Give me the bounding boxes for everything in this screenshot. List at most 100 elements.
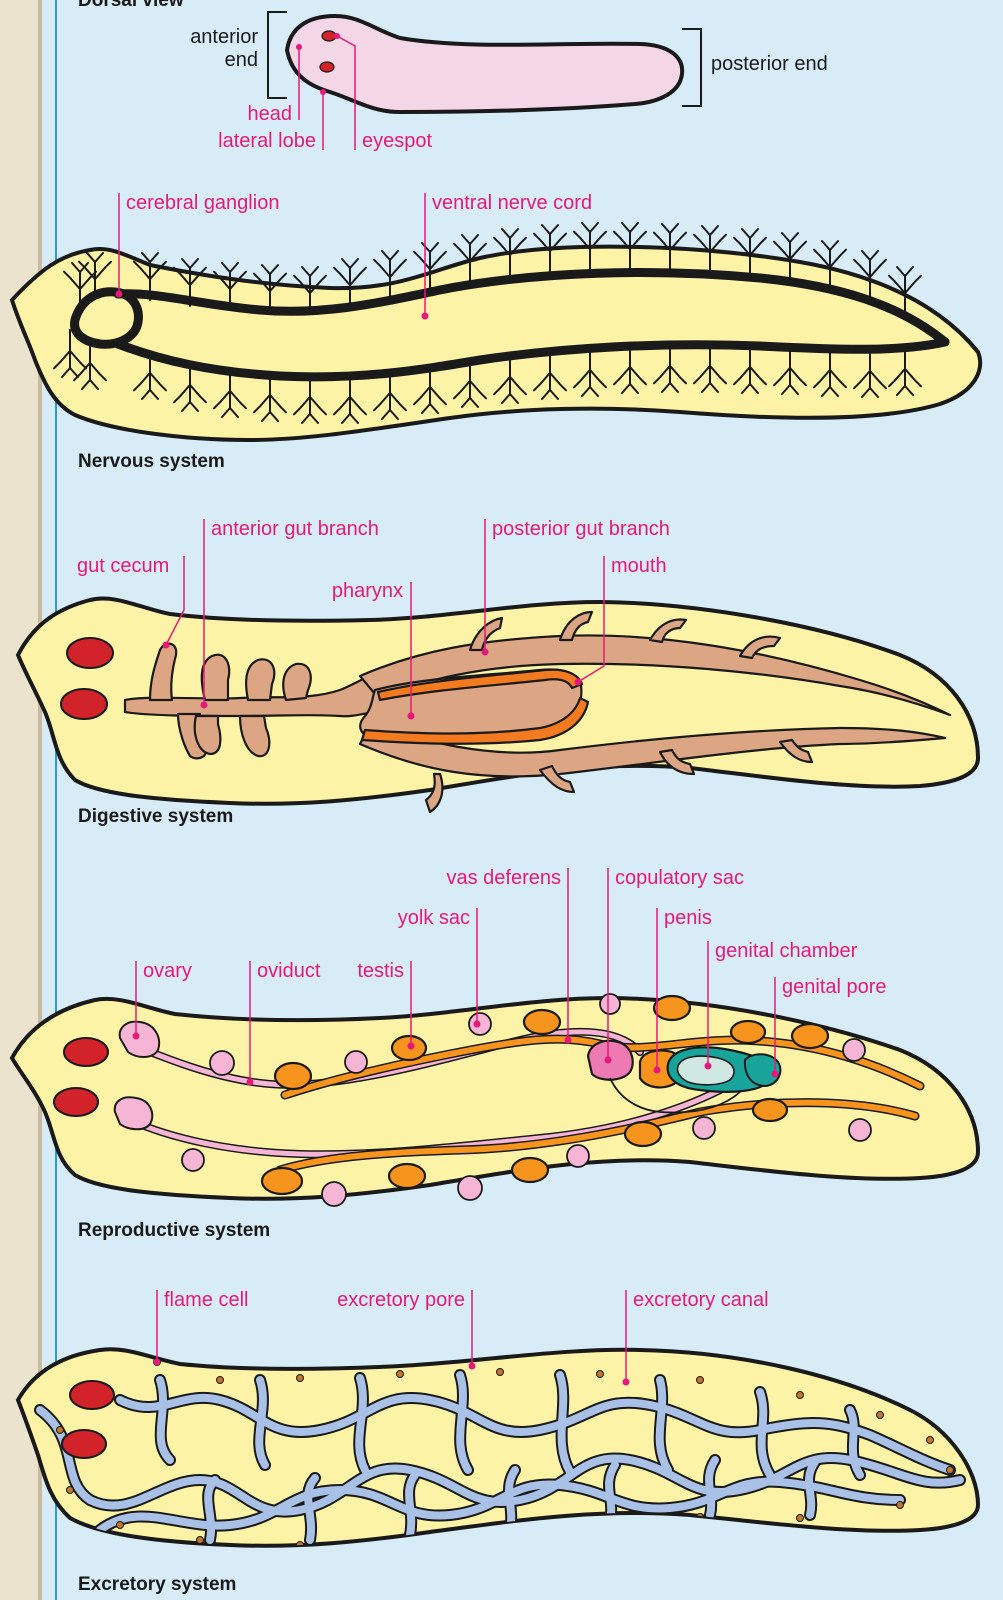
flame-cell: [297, 1375, 304, 1382]
excretory-canal-label: excretory canal: [633, 1289, 769, 1311]
oviduct-leader-dot: [247, 1079, 254, 1086]
ventral-nerve-cord-leader-dot: [422, 313, 429, 320]
digestive-eyespot-lower: [61, 689, 107, 719]
flame-cell: [697, 1377, 704, 1384]
excretory-pore-leader-dot: [469, 1363, 476, 1370]
excretory-canal-leader-dot: [623, 1379, 630, 1386]
posterior-gut-branch-leader-dot: [482, 649, 489, 656]
lateral-lobe-label: lateral lobe: [218, 130, 316, 152]
flame-cell: [197, 1537, 204, 1544]
penis-leader-dot: [654, 1067, 661, 1074]
ovary-label: ovary: [143, 960, 192, 982]
testis-label: testis: [357, 960, 404, 982]
ventral-nerve-cord-label: ventral nerve cord: [432, 192, 592, 214]
flame-cell: [57, 1427, 64, 1434]
gut-cecum-b: [246, 659, 274, 700]
margin-strip: [0, 0, 38, 1600]
yolk-sac-leader-dot: [474, 1021, 481, 1028]
copulatory-sac-leader-dot: [605, 1057, 612, 1064]
digestive-system-caption: Digestive system: [78, 806, 233, 827]
mouth-label: mouth: [611, 555, 667, 577]
cerebral-ganglion-leader-dot: [116, 291, 123, 298]
testis: [524, 1010, 560, 1034]
head-leader-dot: [296, 44, 302, 50]
gut-cecum-leader-dot: [163, 642, 170, 649]
reproductive-eyespot-upper: [64, 1038, 108, 1066]
flame-cell-leader-dot: [154, 1359, 161, 1366]
reproductive-eyespot-lower: [54, 1088, 98, 1116]
anterior-gut-branch-label: anterior gut branch: [211, 518, 379, 540]
yolk-sac: [567, 1145, 589, 1167]
testis-leader-dot: [408, 1043, 415, 1050]
flame-cell: [217, 1377, 224, 1384]
yolk-sac: [600, 994, 620, 1014]
brain-loop: [75, 292, 139, 344]
lateral-lobe-leader-dot: [320, 89, 326, 95]
anterior-label: anterior: [190, 26, 258, 48]
pharynx-label: pharynx: [332, 580, 403, 602]
dorsal-eyespot-upper: [322, 31, 336, 41]
penis-label: penis: [664, 907, 712, 929]
yolk-sac: [693, 1117, 715, 1139]
flame-cell: [947, 1467, 954, 1474]
genital-chamber-label: genital chamber: [715, 940, 858, 962]
flame-cell: [497, 1369, 504, 1376]
eyespot-leader-dot: [334, 33, 340, 39]
testis: [625, 1122, 661, 1146]
genital-chamber-leader-dot: [705, 1063, 712, 1070]
yolk-sac: [458, 1176, 482, 1200]
testis: [654, 996, 690, 1020]
flame-cell: [67, 1487, 74, 1494]
dorsal-view-heading: Dorsal view: [78, 0, 184, 11]
cerebral-ganglion-label: cerebral ganglion: [126, 192, 279, 214]
gut-cecum-label: gut cecum: [77, 555, 169, 577]
yolk-sac: [345, 1051, 367, 1073]
excretory-eyespot-upper: [70, 1381, 114, 1409]
testis: [262, 1168, 302, 1194]
testis: [731, 1021, 765, 1043]
eyespot-label: eyespot: [362, 130, 432, 152]
reproductive-body-outline: [12, 998, 978, 1199]
anterior-end-label: end: [225, 49, 258, 71]
testis: [792, 1024, 828, 1048]
genital-pore-leader-dot: [772, 1071, 779, 1078]
dorsal-eyespot-lower: [320, 62, 334, 72]
margin-strip-shadow: [38, 0, 42, 1600]
nervous-system-caption: Nervous system: [78, 451, 225, 472]
anterior-gut-branch-leader-dot: [201, 702, 208, 709]
yolk-sac-label: yolk sac: [398, 907, 470, 929]
yolk-sac: [210, 1051, 234, 1075]
digestive-eyespot-upper: [67, 638, 113, 668]
copulatory-sac-label: copulatory sac: [615, 867, 744, 889]
yolk-sac: [182, 1149, 204, 1171]
posterior-gut-branch-label: posterior gut branch: [492, 518, 670, 540]
mouth-leader-dot: [575, 679, 582, 686]
posterior-end-label: posterior end: [711, 53, 828, 75]
flame-cell-label: flame cell: [164, 1289, 248, 1311]
flame-cell: [897, 1502, 904, 1509]
excretory-eyespot-lower: [62, 1430, 106, 1458]
testis: [753, 1099, 787, 1121]
flame-cell: [797, 1515, 804, 1522]
reproductive-system-caption: Reproductive system: [78, 1220, 270, 1241]
flame-cell: [877, 1412, 884, 1419]
flame-cell: [797, 1392, 804, 1399]
yolk-sac: [843, 1039, 865, 1061]
genital-pore-label: genital pore: [782, 976, 887, 998]
gut-cecum-c: [283, 664, 310, 700]
testis: [275, 1063, 311, 1089]
vas-deferens-leader-dot: [565, 1037, 572, 1044]
excretory-pore-label: excretory pore: [337, 1289, 465, 1311]
pharynx-leader-dot: [408, 713, 415, 720]
flame-cell: [117, 1522, 124, 1529]
yolk-sac: [322, 1182, 346, 1206]
ovary-leader-dot: [133, 1033, 140, 1040]
genital-chamber-inner: [677, 1056, 734, 1085]
testis: [512, 1158, 548, 1182]
gut-cecum-a: [202, 655, 229, 700]
ovary-lower: [115, 1097, 153, 1129]
oviduct-label: oviduct: [257, 960, 321, 982]
testis: [389, 1164, 425, 1188]
flame-cell: [927, 1437, 934, 1444]
